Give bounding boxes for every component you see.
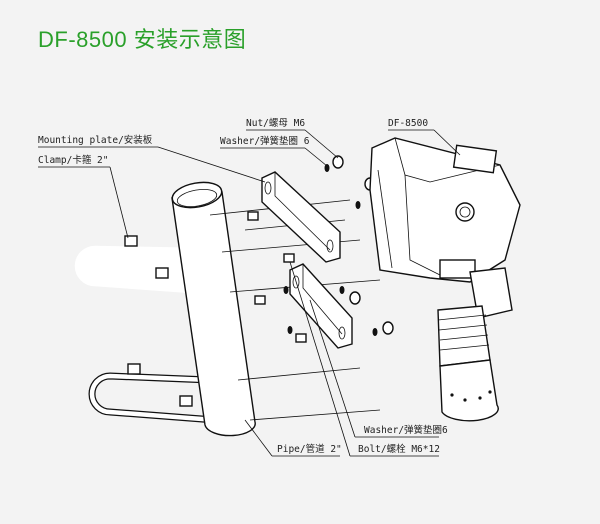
label-washer-top: Washer/弹簧垫圈 6 (220, 135, 328, 167)
label-bolt: Bolt/螺栓 M6*12 (289, 261, 440, 457)
u-clamp-upper (74, 235, 206, 295)
label-device: DF-8500 (388, 118, 461, 156)
label-clamp: Clamp/卡箍 2" (38, 154, 129, 239)
svg-text:Clamp/卡箍 2": Clamp/卡箍 2" (38, 154, 108, 166)
diagram-title: DF-8500 安装示意图 (38, 27, 247, 52)
svg-text:Mounting plate/安装板: Mounting plate/安装板 (38, 134, 153, 146)
df-8500-device (369, 137, 521, 422)
svg-text:DF-8500: DF-8500 (388, 118, 428, 129)
label-pipe: Pipe/管道 2" (244, 419, 342, 457)
svg-text:Pipe/管道 2": Pipe/管道 2" (277, 443, 342, 455)
svg-text:Washer/弹簧垫圈6: Washer/弹簧垫圈6 (364, 424, 448, 436)
svg-text:Bolt/螺栓 M6*12: Bolt/螺栓 M6*12 (358, 443, 440, 455)
pipe (171, 181, 256, 437)
mounting-plate-lower (289, 263, 353, 349)
label-washer-bottom: Washer/弹簧垫圈6 (309, 299, 448, 438)
mounting-plate-upper (261, 171, 341, 263)
svg-text:Washer/弹簧垫圈 6: Washer/弹簧垫圈 6 (220, 135, 310, 147)
u-clamp-lower (88, 363, 216, 424)
label-nut: Nut/螺母 M6 (246, 118, 339, 159)
svg-text:Nut/螺母 M6: Nut/螺母 M6 (246, 118, 305, 129)
label-mounting-plate: Mounting plate/安装板 (38, 134, 266, 183)
